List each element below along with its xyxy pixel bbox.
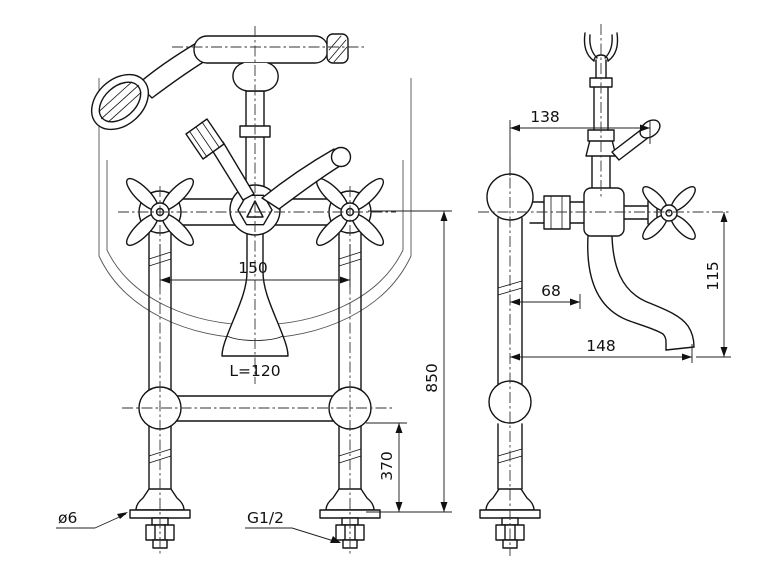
dim-68: 68: [510, 282, 581, 309]
dim-370: 370: [366, 422, 407, 512]
front-view: [90, 26, 412, 556]
dim-148: 148: [510, 337, 693, 363]
handset-body: [193, 35, 329, 64]
dim-138: 138: [509, 108, 651, 176]
side-body: [486, 32, 661, 237]
cross-handle-right: [315, 177, 385, 247]
dim-115-label: 115: [704, 261, 722, 291]
dim-hole-diameter-label: ø6: [58, 509, 77, 527]
dim-115: 115: [696, 212, 731, 358]
front-centerlines: [118, 26, 396, 556]
dim-thread-label: G1/2: [247, 509, 284, 527]
dim-thread: G1/2: [245, 509, 341, 543]
side-view: [478, 24, 731, 556]
cradle-hook: [232, 62, 279, 92]
diverter-grip: [185, 118, 225, 160]
dim-68-label: 68: [541, 282, 561, 300]
dim-150: 150: [159, 244, 351, 287]
diverter: [185, 118, 352, 226]
dim-hole-diameter: ø6: [56, 509, 128, 529]
side-cross-handle: [642, 186, 696, 240]
shower-head: [90, 73, 150, 131]
dim-138-label: 138: [530, 108, 560, 126]
dim-850-label: 850: [423, 363, 441, 393]
dim-850: 850: [366, 210, 452, 513]
fork-bracket: [583, 32, 619, 62]
side-hex-nut: [543, 195, 571, 230]
dim-148-label: 148: [586, 337, 616, 355]
side-spout: [587, 235, 695, 351]
dimensions: 150 L=120 850 370 ø6: [56, 108, 731, 543]
dim-150-label: 150: [238, 259, 268, 277]
dim-spout-length-label: L=120: [229, 362, 280, 380]
dim-370-label: 370: [378, 451, 396, 481]
